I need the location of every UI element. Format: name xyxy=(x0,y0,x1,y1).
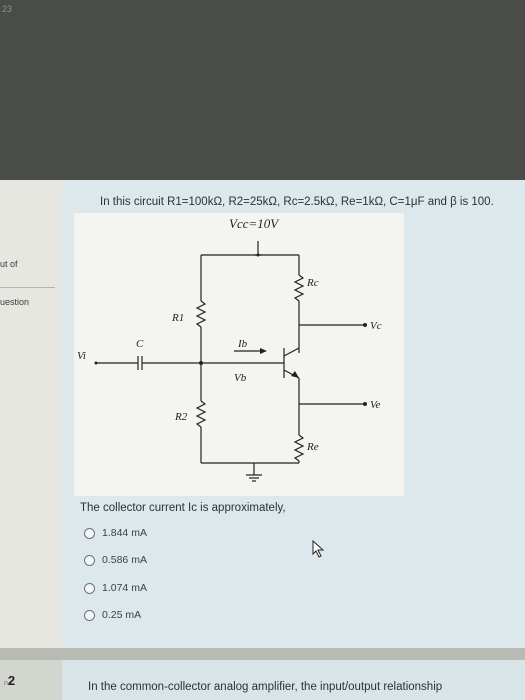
radio-button[interactable] xyxy=(84,554,95,566)
question-prompt: The collector current Ic is approximatel… xyxy=(80,502,286,514)
answer-option-4[interactable]: 0.25 mA xyxy=(84,609,141,625)
question-label: uestion xyxy=(0,297,30,307)
re-label: Re xyxy=(306,441,319,453)
ib-label: Ib xyxy=(237,338,248,350)
vi-label: Vi xyxy=(77,350,86,362)
answer-option-3[interactable]: 1.074 mA xyxy=(84,582,147,598)
question-text: In this circuit R1=100kΩ, R2=25kΩ, Rc=2.… xyxy=(100,196,494,208)
rc-label: Rc xyxy=(306,277,319,289)
next-question-panel xyxy=(62,660,525,700)
vcc-label: Vcc=10V xyxy=(229,216,280,231)
sidebar-divider xyxy=(0,287,55,288)
next-question-sidebar xyxy=(0,660,62,700)
next-question-text: In the common-collector analog amplifier… xyxy=(88,681,443,693)
question-number-prefix: n xyxy=(4,680,8,687)
answer-option-2[interactable]: 0.586 mA xyxy=(84,554,147,570)
ve-label: Ve xyxy=(370,399,381,411)
answer-option-label: 1.074 mA xyxy=(102,582,147,595)
next-question-number: n2 xyxy=(4,673,15,688)
capacitor-label: C xyxy=(136,338,144,350)
question-info-sidebar: ut of uestion xyxy=(0,180,62,660)
answer-option-1[interactable]: 1.844 mA xyxy=(84,527,147,543)
r1-label: R1 xyxy=(171,312,184,324)
r2-label: R2 xyxy=(174,411,188,423)
mouse-pointer-icon xyxy=(312,540,325,558)
radio-button[interactable] xyxy=(84,527,95,539)
question-number: 2 xyxy=(7,673,16,688)
answer-option-label: 0.586 mA xyxy=(102,554,147,567)
radio-button[interactable] xyxy=(84,582,95,594)
answer-option-label: 0.25 mA xyxy=(102,609,142,622)
answer-option-label: 1.844 mA xyxy=(102,527,147,540)
out-of-label: ut of xyxy=(0,259,18,269)
radio-button[interactable] xyxy=(84,609,95,621)
top-bar: 23 xyxy=(0,0,525,180)
vc-label: Vc xyxy=(370,320,382,332)
circuit-diagram: Vcc=10V R1 R2 Rc Re C Vi Ib Vb Vc Ve xyxy=(74,213,404,496)
corner-number: 23 xyxy=(2,4,13,14)
circuit-svg: Vcc=10V R1 R2 Rc Re C Vi Ib Vb Vc Ve xyxy=(77,216,382,482)
vb-label: Vb xyxy=(234,372,247,384)
